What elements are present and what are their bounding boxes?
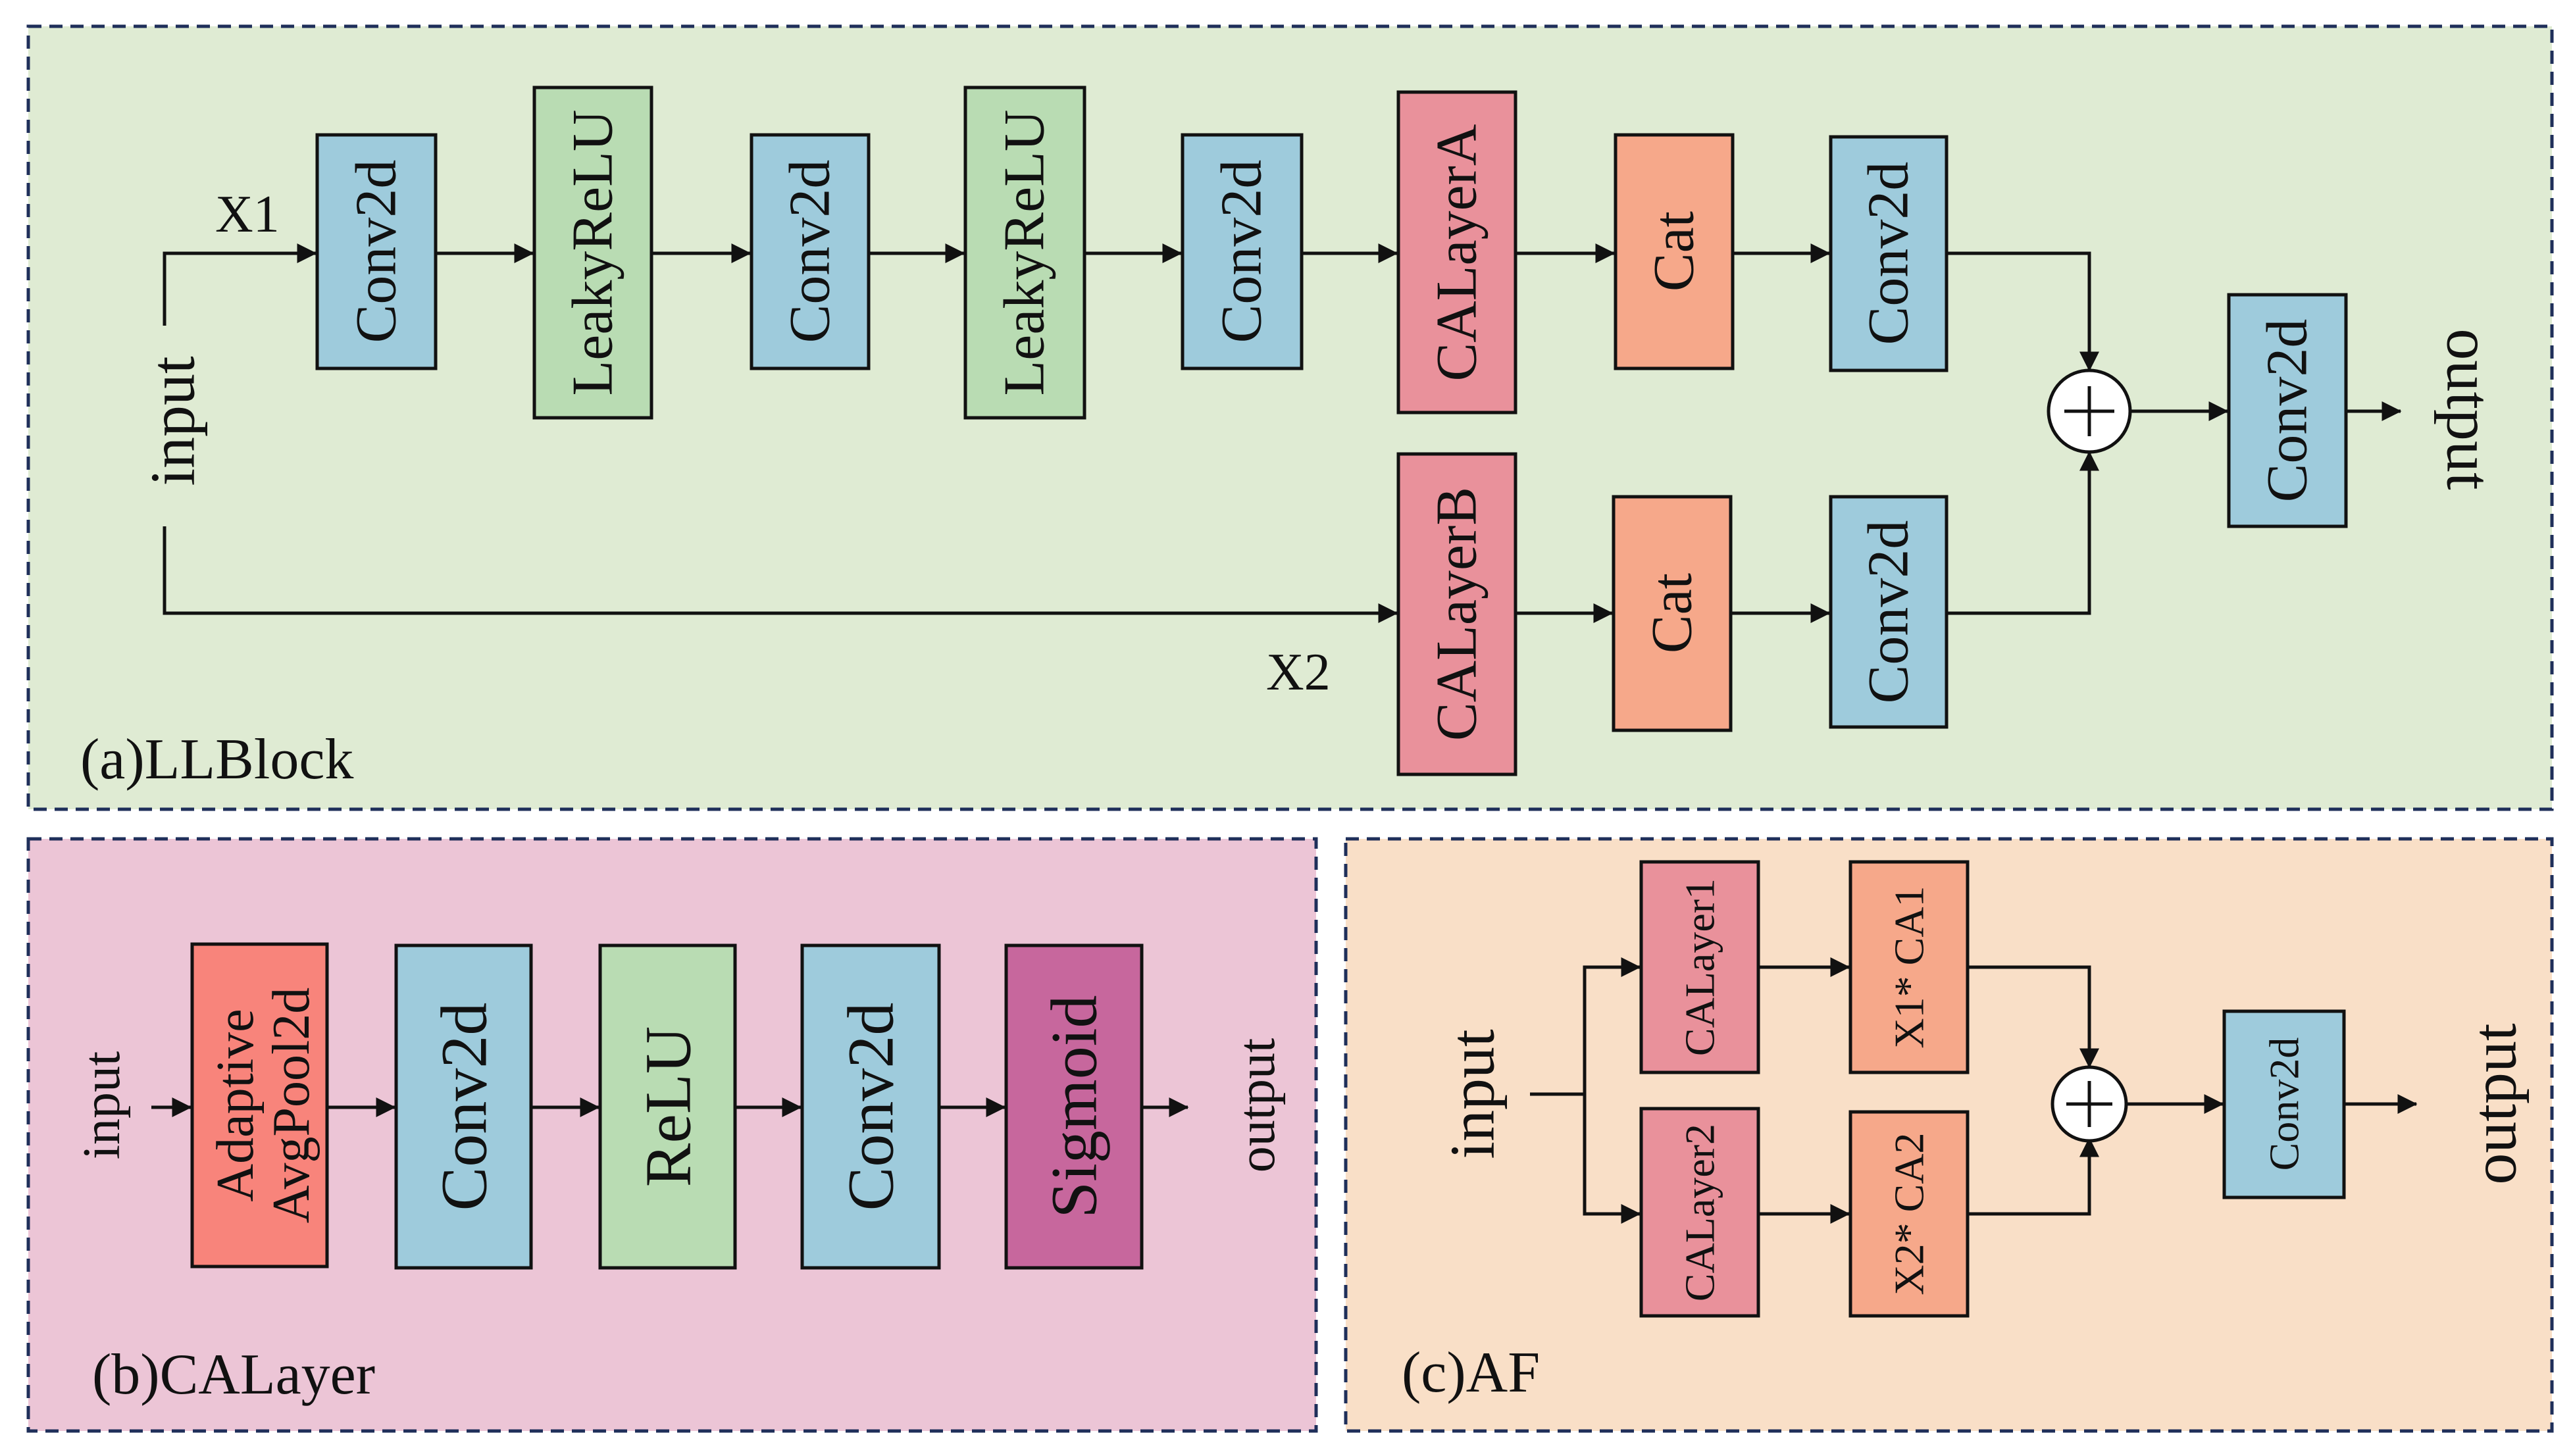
af-mul1-label: X1* CA1 [1886, 886, 1933, 1048]
calayer-input-label: input [73, 1051, 131, 1159]
llblock-top-conv2d-1: Conv2d [315, 133, 438, 370]
llblock-top-leakyrelu-1-label: LeakyReLU [561, 110, 625, 396]
llblock-bottom-cat-label: Cat [1641, 573, 1704, 653]
calayer-relu-label: ReLU [632, 1026, 705, 1187]
calayer-adaptive-avgpool2d: Adaptive AvgPool2d [190, 942, 329, 1268]
af-input-label: input [1437, 1029, 1508, 1159]
af-mul1: X1* CA1 [1848, 860, 1970, 1074]
af-calayer2: CALayer2 [1639, 1107, 1760, 1318]
llblock-top-leakyrelu-1: LeakyReLU [532, 86, 653, 420]
llblock-final-conv2d: Conv2d [2227, 293, 2348, 528]
llblock-calayera: CALayerA [1396, 90, 1517, 414]
calayer-relu: ReLU [598, 943, 737, 1270]
af-calayer1-label: CALayer1 [1677, 878, 1723, 1056]
calayer-adaptive-label-line1: Adaptive [207, 1009, 265, 1201]
llblock-top-conv2d-1-label: Conv2d [345, 160, 409, 343]
llblock-top-conv2d-3-label: Conv2d [1210, 160, 1274, 343]
calayer-caption: (b)CALayer [92, 1343, 375, 1407]
llblock-output-label: output [2434, 328, 2505, 490]
llblock-top-leakyrelu-2: LeakyReLU [963, 86, 1086, 420]
llblock-bottom-cat: Cat [1612, 495, 1733, 732]
llblock-top-conv2d-2: Conv2d [750, 133, 871, 370]
af-conv2d-label: Conv2d [2261, 1038, 2308, 1171]
llblock-calayera-label: CALayerA [1425, 124, 1489, 382]
af-conv2d: Conv2d [2222, 1009, 2346, 1199]
input-split-top-wire [163, 243, 317, 326]
calayer-output-label: output [1228, 1038, 1286, 1172]
llblock-top-conv2d-3: Conv2d [1181, 133, 1304, 370]
x2-label: X2 [1266, 643, 1331, 701]
x1-label: X1 [215, 186, 280, 243]
af-wire-split-bottom [1583, 1094, 1641, 1224]
af-wire-mul2-sum [1968, 1137, 2099, 1216]
llblock-top-conv2d-2-label: Conv2d [778, 160, 842, 343]
wire-top-to-sum [1947, 251, 2099, 372]
llblock-sum-node [2047, 368, 2132, 454]
af-output-label: output [2459, 1023, 2530, 1185]
calayer-adaptive-label-line2: AvgPool2d [263, 988, 320, 1224]
calayer-conv2d-2-label: Conv2d [834, 1003, 907, 1211]
llblock-bottom-conv2d: Conv2d [1829, 495, 1949, 729]
llblock-top-conv2d-4-label: Conv2d [1857, 162, 1921, 345]
calayer-conv2d-1-label: Conv2d [428, 1003, 501, 1211]
af-mul2: X2* CA2 [1848, 1110, 1970, 1318]
af-calayer1: CALayer1 [1639, 860, 1760, 1074]
calayer-sigmoid-label: Sigmoid [1038, 995, 1111, 1218]
af-calayer2-label: CALayer2 [1677, 1124, 1723, 1301]
af-mul2-label: X2* CA2 [1886, 1132, 1933, 1295]
af-wire-mul1-sum [1968, 965, 2099, 1068]
calayer-conv2d-2: Conv2d [800, 943, 941, 1270]
llblock-input-label: input [138, 356, 208, 486]
llblock-calayerb-label: CALayerB [1425, 487, 1489, 741]
af-caption: (c)AF [1402, 1341, 1540, 1405]
llblock-final-conv2d-label: Conv2d [2256, 319, 2320, 503]
llblock-top-conv2d-4: Conv2d [1829, 135, 1949, 372]
calayer-sigmoid: Sigmoid [1004, 943, 1144, 1270]
llblock-calayerb: CALayerB [1396, 452, 1517, 776]
llblock-bottom-conv2d-label: Conv2d [1857, 520, 1921, 704]
af-wire-split-top [1583, 957, 1641, 1094]
llblock-top-cat: Cat [1614, 133, 1735, 370]
af-sum-node [2051, 1065, 2128, 1143]
input-split-bottom-wire [163, 526, 1398, 623]
llblock-top-leakyrelu-2-label: LeakyReLU [993, 110, 1057, 396]
llblock-top-cat-label: Cat [1643, 211, 1706, 291]
llblock-caption: (a)LLBlock [80, 728, 353, 791]
wire-bottom-to-sum [1947, 451, 2099, 615]
calayer-conv2d-1: Conv2d [394, 943, 533, 1270]
